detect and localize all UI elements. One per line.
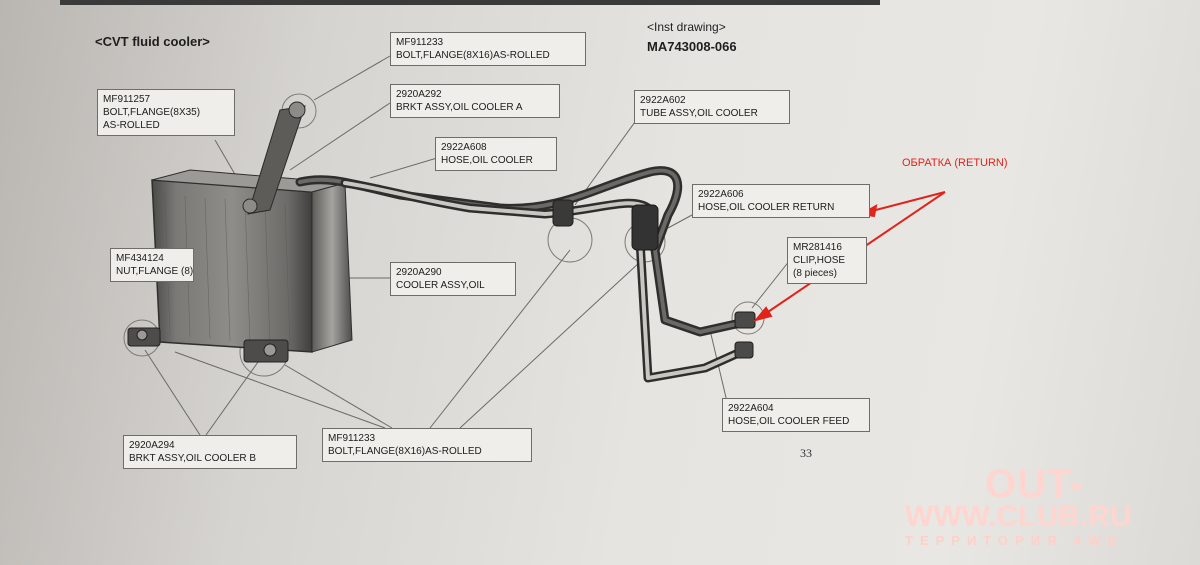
part-code: MF434124 xyxy=(116,253,164,264)
part-label-2920a294: 2920A294 BRKT ASSY,OIL COOLER B xyxy=(123,435,297,469)
part-desc: HOSE,OIL COOLER FEED xyxy=(728,416,850,427)
part-code: 2922A608 xyxy=(441,142,487,153)
part-label-2922a608: 2922A608 HOSE,OIL COOLER xyxy=(435,137,557,171)
part-desc: BOLT,FLANGE(8X35) xyxy=(103,107,201,118)
watermark-line-1: OUT- xyxy=(985,462,1085,506)
part-label-mr281416: MR281416 CLIP,HOSE (8 pieces) xyxy=(787,237,867,284)
part-desc-2: AS-ROLLED xyxy=(103,120,160,131)
diagram-title: <CVT fluid cooler> xyxy=(95,34,210,49)
part-desc: HOSE,OIL COOLER RETURN xyxy=(698,202,835,213)
part-code: 2922A604 xyxy=(728,403,774,414)
bracket-a xyxy=(242,101,306,215)
part-label-mf911257: MF911257 BOLT,FLANGE(8X35) AS-ROLLED xyxy=(97,89,235,136)
part-desc: TUBE ASSY,OIL COOLER xyxy=(640,108,758,119)
watermark-line-3: ТЕРРИТОРИЯ 4WD xyxy=(905,533,1124,548)
part-label-mf434124: MF434124 NUT,FLANGE (8) xyxy=(110,248,194,282)
part-code: MF911233 xyxy=(396,37,444,48)
part-label-2922a604: 2922A604 HOSE,OIL COOLER FEED xyxy=(722,398,870,432)
part-code: 2920A292 xyxy=(396,89,442,100)
part-desc: BRKT ASSY,OIL COOLER A xyxy=(396,102,523,113)
part-desc: HOSE,OIL COOLER xyxy=(441,155,533,166)
part-label-mf911233-top: MF911233 BOLT,FLANGE(8X16)AS-ROLLED xyxy=(390,32,586,66)
watermark-line-2: WWW.CLUB.RU xyxy=(905,500,1132,533)
part-label-mf911233-bottom: MF911233 BOLT,FLANGE(8X16)AS-ROLLED xyxy=(322,428,532,462)
return-annotation-text: ОБРАТКА (RETURN) xyxy=(902,157,1008,169)
inst-drawing-number: MA743008-066 xyxy=(647,39,737,54)
part-code: 2922A602 xyxy=(640,95,686,106)
part-desc: BRKT ASSY,OIL COOLER B xyxy=(129,453,257,464)
part-code: 2920A294 xyxy=(129,440,175,451)
page-top-border xyxy=(60,0,880,5)
part-label-2922a606: 2922A606 HOSE,OIL COOLER RETURN xyxy=(692,184,870,218)
page-number: 33 xyxy=(800,446,812,460)
part-desc: CLIP,HOSE xyxy=(793,255,846,266)
part-label-2922a602: 2922A602 TUBE ASSY,OIL COOLER xyxy=(634,90,790,124)
part-label-2920a290: 2920A290 COOLER ASSY,OIL xyxy=(390,262,516,296)
part-code: 2920A290 xyxy=(396,267,442,278)
inst-drawing-label: <Inst drawing> xyxy=(647,20,726,34)
part-desc: NUT,FLANGE (8) xyxy=(116,266,194,277)
part-desc-2: (8 pieces) xyxy=(793,268,837,279)
part-desc: COOLER ASSY,OIL xyxy=(396,280,485,291)
part-desc: BOLT,FLANGE(8X16)AS-ROLLED xyxy=(328,446,482,457)
part-code: MF911257 xyxy=(103,94,151,105)
part-code: MR281416 xyxy=(793,242,842,253)
part-code: MF911233 xyxy=(328,433,376,444)
oil-cooler-hoses xyxy=(295,166,756,383)
part-label-2920a292: 2920A292 BRKT ASSY,OIL COOLER A xyxy=(390,84,560,118)
part-code: 2922A606 xyxy=(698,189,744,200)
bracket-b-mounts xyxy=(127,327,289,363)
part-desc: BOLT,FLANGE(8X16)AS-ROLLED xyxy=(396,50,550,61)
